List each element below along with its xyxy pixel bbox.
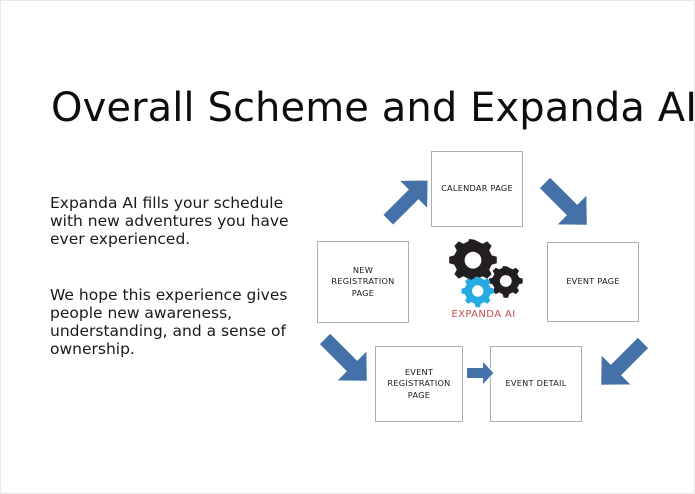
diagram-node-event-detail[interactable]: EVENT DETAIL xyxy=(490,346,582,422)
arrow-down-left-icon xyxy=(599,335,651,387)
gears-icon xyxy=(449,239,523,308)
gear-small-cyan xyxy=(461,276,494,308)
diagram-node-label: EVENT PAGE xyxy=(566,276,620,287)
arrow-up-right-icon xyxy=(381,179,429,227)
diagram-node-label: NEW REGISTRATION PAGE xyxy=(331,265,395,298)
arrow-down-right-secondary-icon xyxy=(317,331,369,383)
arrow-down-right-icon xyxy=(537,175,589,227)
expanda-ai-logo-label: EXPANDA AI xyxy=(451,309,516,320)
gear-large-black xyxy=(449,239,497,284)
diagram-node-calendar-page[interactable]: CALENDAR PAGE xyxy=(431,151,523,227)
arrow-right-icon xyxy=(466,359,495,387)
body-paragraph-2: We hope this experience gives people new… xyxy=(50,286,288,359)
body-paragraph-1: Expanda AI fills your schedule with new … xyxy=(50,194,289,249)
diagram-node-new-registration-page[interactable]: NEW REGISTRATION PAGE xyxy=(317,241,409,323)
diagram-node-label: EVENT DETAIL xyxy=(505,378,567,389)
page-title: Overall Scheme and Expanda AI xyxy=(51,85,695,131)
gear-medium-black xyxy=(489,266,523,298)
diagram-node-label: CALENDAR PAGE xyxy=(441,183,513,194)
diagram-node-label: EVENT REGISTRATION PAGE xyxy=(387,367,451,400)
diagram-node-event-page[interactable]: EVENT PAGE xyxy=(547,242,639,322)
diagram-node-event-registration-page[interactable]: EVENT REGISTRATION PAGE xyxy=(375,346,463,422)
